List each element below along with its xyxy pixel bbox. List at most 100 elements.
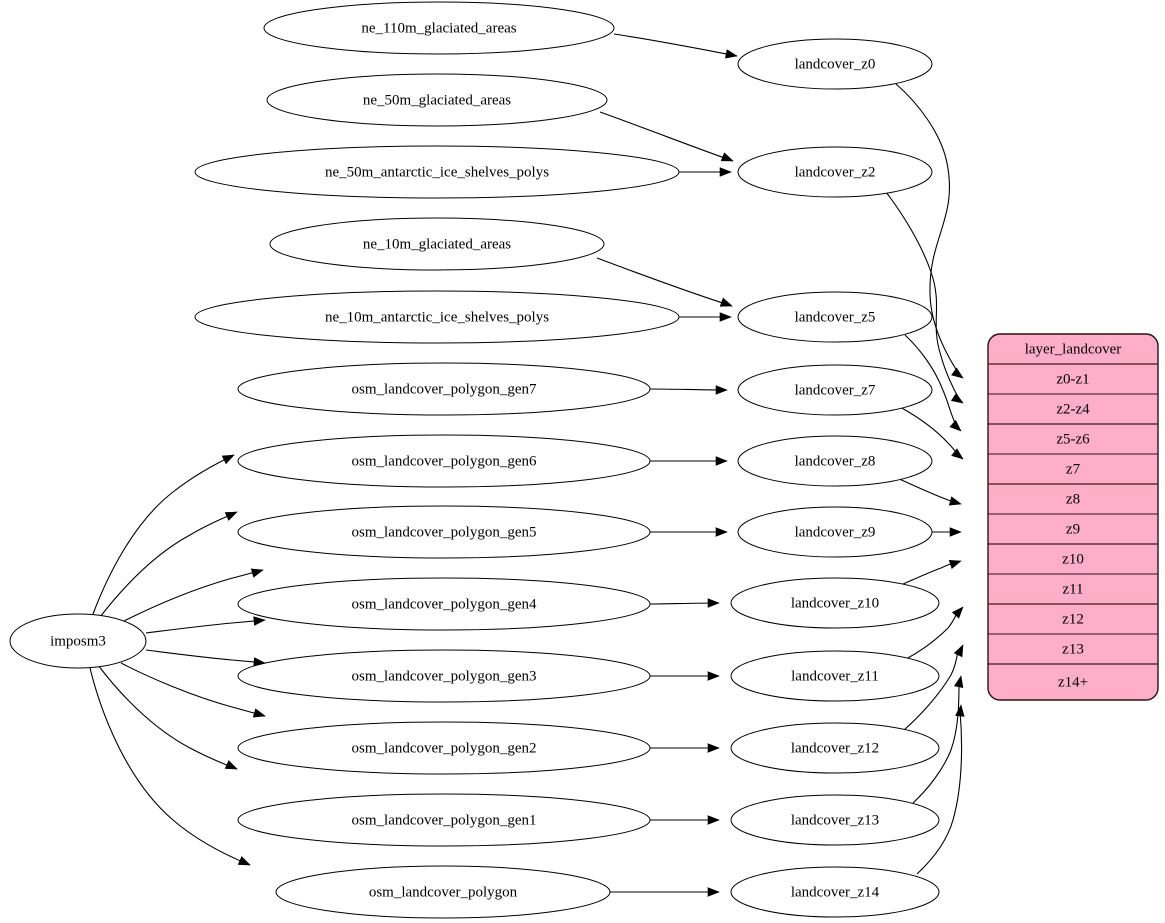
- edge-imposm3-to-osm_landcover_polygon_gen6: [99, 511, 238, 618]
- table-row-z11[interactable]: z11: [989, 575, 1157, 603]
- table-row-z10[interactable]: z10: [989, 545, 1157, 573]
- edge-landcover_z12-to-row_z12: [903, 649, 959, 731]
- osm-node-ellipse: [237, 505, 651, 559]
- edge-imposm3-to-osm_landcover_polygon_gen2: [120, 662, 266, 717]
- table-row-z9[interactable]: z9: [989, 515, 1157, 543]
- landcover-node-ellipse: [730, 577, 940, 629]
- arrowhead-to-landcover_z5a: [719, 297, 733, 307]
- node-osm_landcover_polygon_gen1[interactable]: osm_landcover_polygon_gen1: [237, 793, 651, 847]
- node-landcover_z9[interactable]: landcover_z9: [737, 506, 933, 558]
- edges-layer: [89, 33, 963, 893]
- arrowhead-to-landcover_z12: [707, 743, 720, 753]
- arrowhead-to-row-z5-z6: [949, 419, 962, 432]
- arrowhead-to-row-z2-z4: [950, 392, 964, 404]
- node-label: imposm3: [50, 633, 106, 649]
- table-row-z7[interactable]: z7: [989, 455, 1157, 483]
- node-landcover_z2[interactable]: landcover_z2: [737, 146, 933, 198]
- node-ne_10m_glaciated_areas[interactable]: ne_10m_glaciated_areas: [269, 217, 605, 271]
- ne-node-ellipse: [194, 145, 680, 199]
- ne-node-ellipse: [194, 290, 680, 344]
- arrowhead-to-landcover_z13: [707, 815, 720, 825]
- landcover-node-ellipse: [730, 650, 940, 702]
- node-landcover_z12[interactable]: landcover_z12: [730, 722, 940, 774]
- node-label: ne_10m_antarctic_ice_shelves_polys: [325, 309, 549, 325]
- arrowhead-to-osm_gen2: [252, 708, 266, 718]
- arrowhead-to-osm_gen7: [221, 454, 235, 465]
- edge-osm_landcover_polygon_gen7-to-landcover_z7: [649, 388, 728, 391]
- landcover-node-ellipse: [730, 722, 940, 774]
- edge-landcover_z11-to-row_z11: [905, 610, 959, 660]
- table-row-label: z11: [1062, 581, 1083, 597]
- edge-imposm3-to-osm_landcover_polygon_gen4: [145, 619, 266, 634]
- arrowhead-to-landcover_z8: [715, 456, 728, 466]
- edge-landcover_z14-to-row_z14+: [916, 710, 963, 875]
- table-row-z5-z6[interactable]: z5-z6: [989, 425, 1157, 453]
- node-label: landcover_z13: [791, 812, 879, 828]
- landcover-node-ellipse: [737, 364, 933, 416]
- node-label: landcover_z14: [791, 884, 880, 900]
- node-label: landcover_z0: [795, 56, 876, 72]
- node-label: osm_landcover_polygon_gen7: [352, 381, 537, 397]
- arrowhead-to-landcover_z0: [725, 49, 738, 59]
- table-row-label: z5-z6: [1056, 431, 1090, 447]
- node-osm_landcover_polygon_gen3[interactable]: osm_landcover_polygon_gen3: [237, 649, 651, 703]
- arrowhead-to-osm_gen4: [253, 616, 266, 626]
- arrowhead-to-landcover_z14: [707, 887, 720, 897]
- table-row-label: z8: [1066, 491, 1080, 507]
- node-osm_landcover_polygon_gen2[interactable]: osm_landcover_polygon_gen2: [237, 721, 651, 775]
- node-landcover_z11[interactable]: landcover_z11: [730, 650, 940, 702]
- arrowhead-to-row-z8: [948, 496, 962, 506]
- node-osm_landcover_polygon_gen5[interactable]: osm_landcover_polygon_gen5: [237, 505, 651, 559]
- node-label: landcover_z8: [795, 453, 876, 469]
- edge-imposm3-to-osm_landcover_polygon_gen3: [145, 649, 266, 664]
- edge-imposm3-to-osm_landcover_polygon: [89, 667, 251, 866]
- node-osm_landcover_polygon_gen4[interactable]: osm_landcover_polygon_gen4: [237, 577, 651, 631]
- node-label: osm_landcover_polygon_gen1: [352, 812, 537, 828]
- layer-landcover-table[interactable]: layer_landcoverz0-z1z2-z4z5-z6z7z8z9z10z…: [987, 333, 1159, 701]
- node-ne_10m_antarctic_ice_shelves_polys[interactable]: ne_10m_antarctic_ice_shelves_polys: [194, 290, 680, 344]
- table-row-z12[interactable]: z12: [989, 605, 1157, 633]
- ne-node-ellipse: [269, 217, 605, 271]
- edge-landcover_z10-to-row_z10: [902, 561, 957, 585]
- node-landcover_z13[interactable]: landcover_z13: [730, 794, 940, 846]
- table-row-label: z7: [1066, 461, 1081, 477]
- node-osm_landcover_polygon_gen6[interactable]: osm_landcover_polygon_gen6: [237, 434, 651, 488]
- node-imposm3[interactable]: imposm3: [9, 613, 147, 669]
- node-landcover_z8[interactable]: landcover_z8: [737, 435, 933, 487]
- table-row-z0-z1[interactable]: z0-z1: [989, 365, 1157, 393]
- node-label: ne_50m_antarctic_ice_shelves_polys: [325, 164, 549, 180]
- arrowhead-to-landcover_z2b: [719, 167, 732, 177]
- landcover-node-ellipse: [737, 291, 933, 343]
- arrowhead-to-osm_gen5: [250, 568, 264, 578]
- node-label: osm_landcover_polygon_gen4: [352, 596, 537, 612]
- osm-node-ellipse: [237, 362, 651, 416]
- node-landcover_z14[interactable]: landcover_z14: [730, 866, 940, 918]
- node-ne_50m_glaciated_areas[interactable]: ne_50m_glaciated_areas: [266, 73, 608, 127]
- node-label: landcover_z7: [795, 382, 876, 398]
- edge-ne_50m_glaciated_areas-to-landcover_z2: [599, 111, 734, 162]
- node-landcover_z7[interactable]: landcover_z7: [737, 364, 933, 416]
- node-landcover_z0[interactable]: landcover_z0: [737, 38, 933, 90]
- table-row-z8[interactable]: z8: [989, 485, 1157, 513]
- arrowhead-to-osm_polygon: [237, 856, 251, 866]
- node-ne_110m_glaciated_areas[interactable]: ne_110m_glaciated_areas: [263, 1, 615, 55]
- table-row-z13[interactable]: z13: [989, 635, 1157, 663]
- node-osm_landcover_polygon[interactable]: osm_landcover_polygon: [275, 865, 611, 919]
- node-label: landcover_z12: [791, 740, 879, 756]
- edge-landcover_z2-to-row_z2-z4: [885, 191, 960, 400]
- table-row-z2-z4[interactable]: z2-z4: [989, 395, 1157, 423]
- node-label: landcover_z11: [791, 668, 879, 684]
- node-ne_50m_antarctic_ice_shelves_polys[interactable]: ne_50m_antarctic_ice_shelves_polys: [194, 145, 680, 199]
- node-label: osm_landcover_polygon_gen3: [352, 668, 537, 684]
- node-landcover_z10[interactable]: landcover_z10: [730, 577, 940, 629]
- edge-landcover_z0-to-row_z0-z1: [894, 82, 960, 375]
- table-row-z14+[interactable]: z14+: [989, 665, 1157, 699]
- node-label: osm_landcover_polygon: [369, 884, 518, 900]
- ne-node-ellipse: [263, 1, 615, 55]
- edge-landcover_z5-to-row_z5-z6: [904, 334, 958, 428]
- table-row-label: z12: [1062, 611, 1084, 627]
- node-osm_landcover_polygon_gen7[interactable]: osm_landcover_polygon_gen7: [237, 362, 651, 416]
- arrowheads-layer: [221, 49, 965, 897]
- node-landcover_z5[interactable]: landcover_z5: [737, 291, 933, 343]
